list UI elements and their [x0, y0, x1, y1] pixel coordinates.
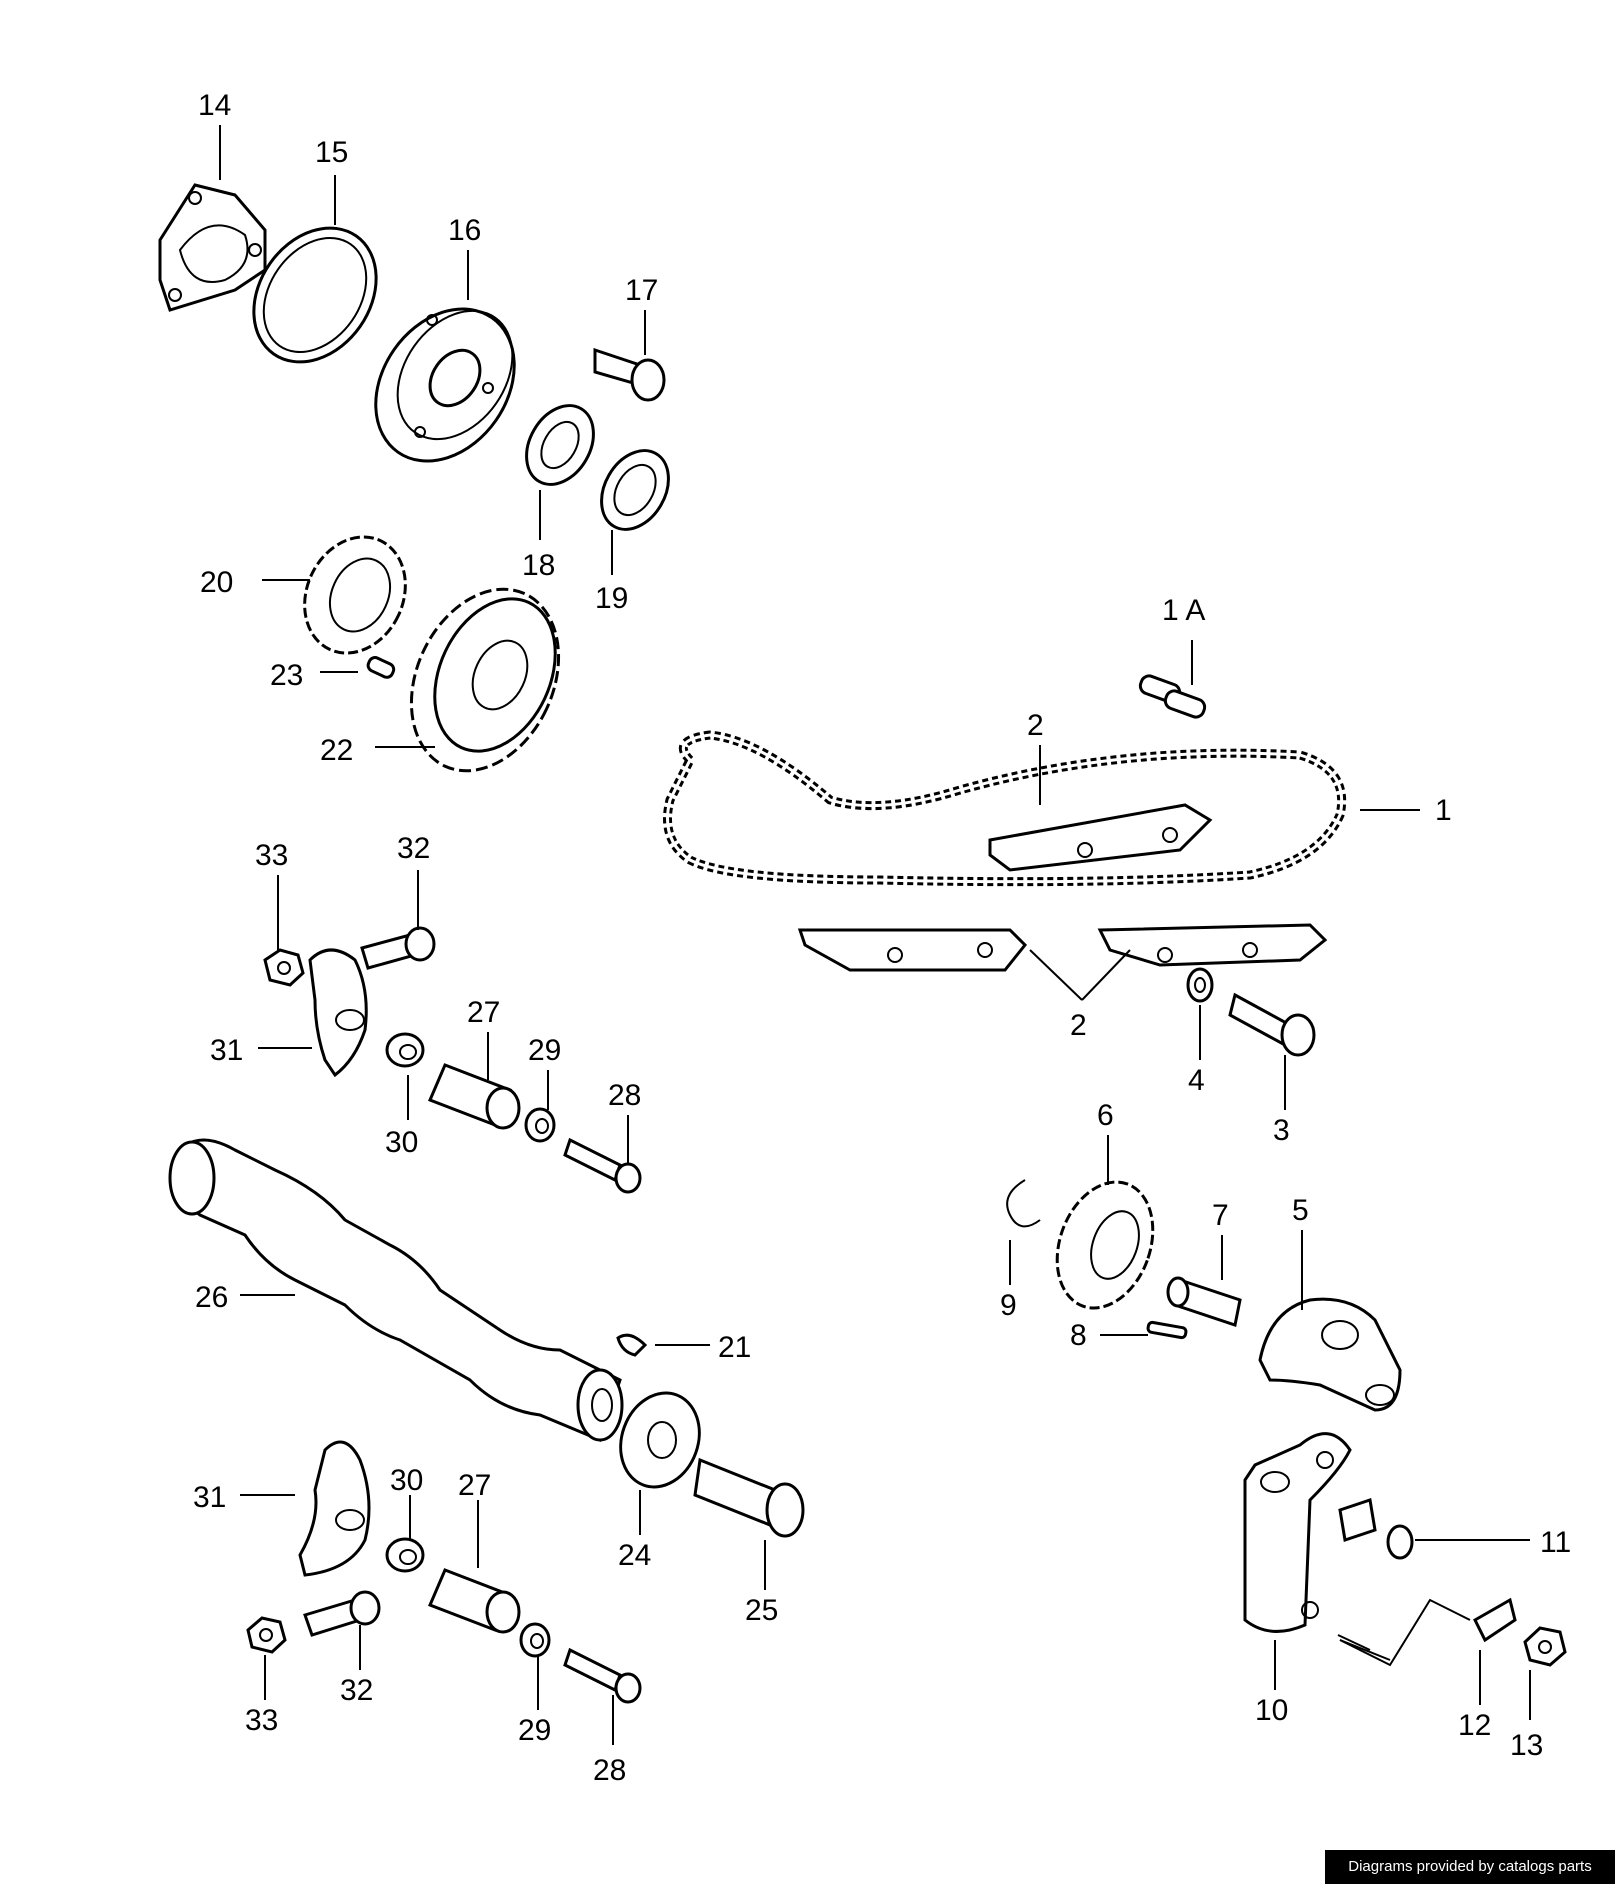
part-29-washer-lower	[519, 1622, 551, 1658]
part-22-sprocket	[409, 587, 561, 773]
callout-29-upper: 29	[528, 1034, 561, 1067]
callout-30-lower: 30	[390, 1464, 423, 1497]
part-30-spring-upper	[385, 1032, 425, 1068]
callout-18: 18	[522, 549, 555, 582]
watermark-credit: Diagrams provided by catalogs parts	[1325, 1850, 1615, 1884]
callout-1: 1	[1435, 794, 1452, 827]
callout-30-upper: 30	[385, 1126, 418, 1159]
callout-1a: 1 A	[1162, 594, 1205, 627]
part-10-tensioner	[1243, 1432, 1377, 1633]
part-7-shaft	[1166, 1276, 1242, 1327]
part-15-ring	[252, 226, 378, 364]
callout-22: 22	[320, 734, 353, 767]
part-1a-chain-link	[1138, 674, 1207, 719]
callout-24: 24	[618, 1539, 651, 1572]
part-27-rocker-shaft-lower	[428, 1568, 521, 1634]
part-14-flange-gasket	[158, 183, 267, 312]
callout-27-upper: 27	[467, 996, 500, 1029]
callout-16: 16	[448, 214, 481, 247]
part-19-seal	[600, 449, 670, 531]
part-1-timing-chain	[663, 730, 1347, 887]
part-33-nut-upper	[263, 948, 305, 987]
part-33-nut-lower	[246, 1616, 287, 1654]
part-13-nut	[1523, 1626, 1567, 1667]
part-21-woodruff-key	[616, 1333, 648, 1357]
callout-33-upper: 33	[255, 839, 288, 872]
part-2-chain-guide-upper	[988, 803, 1213, 872]
callout-33-lower: 33	[245, 1704, 278, 1737]
callout-3: 3	[1273, 1114, 1290, 1147]
callout-19: 19	[595, 582, 628, 615]
part-6-idler-sprocket	[1055, 1180, 1155, 1310]
callout-5: 5	[1292, 1194, 1309, 1227]
callout-13: 13	[1510, 1729, 1543, 1762]
callout-32-lower: 32	[340, 1674, 373, 1707]
leader-lines	[219, 125, 1531, 1745]
callout-7: 7	[1212, 1199, 1229, 1232]
callout-11: 11	[1540, 1526, 1571, 1559]
callout-21: 21	[718, 1331, 751, 1364]
part-20-sprocket	[303, 535, 407, 655]
callout-32-upper: 32	[397, 832, 430, 865]
part-28-bolt-lower	[563, 1647, 642, 1704]
callout-29-lower: 29	[518, 1714, 551, 1747]
callout-31-upper: 31	[210, 1034, 243, 1067]
part-4-washer	[1186, 967, 1214, 1003]
part-16-hub	[374, 307, 516, 463]
callout-6: 6	[1097, 1099, 1114, 1132]
callout-23: 23	[270, 659, 303, 692]
part-8-pin	[1146, 1320, 1188, 1340]
part-2-chain-guide-left	[797, 928, 1028, 972]
callout-17: 17	[625, 274, 658, 307]
callout-27-lower: 27	[458, 1469, 491, 1502]
part-27-rocker-shaft-upper	[428, 1063, 521, 1130]
callout-2-lower: 2	[1070, 1009, 1087, 1042]
part-23-pin	[366, 656, 396, 679]
part-2-chain-guide-right	[1097, 923, 1328, 967]
part-30-spring-lower	[385, 1537, 425, 1573]
callout-12: 12	[1458, 1709, 1491, 1742]
part-5-tensioner-arm	[1258, 1297, 1402, 1412]
callout-15: 15	[315, 136, 348, 169]
callout-2-upper: 2	[1027, 709, 1044, 742]
callout-labels: 14 15 16 17 18 19 20 23 22 1 A 2 1 2 4 3…	[193, 89, 1571, 1787]
part-32-screw-upper	[360, 926, 436, 970]
part-12-lock-tab	[1473, 1597, 1517, 1643]
part-24-washer	[619, 1391, 701, 1489]
callout-26: 26	[195, 1281, 228, 1314]
part-11-o-ring	[1386, 1524, 1414, 1560]
callout-8: 8	[1070, 1319, 1087, 1352]
callout-31-lower: 31	[193, 1481, 226, 1514]
callout-9: 9	[1000, 1289, 1017, 1322]
callout-20: 20	[200, 566, 233, 599]
callout-10: 10	[1255, 1694, 1288, 1727]
callout-28-lower: 28	[593, 1754, 626, 1787]
part-3-bolt	[1228, 992, 1316, 1057]
part-26-camshaft	[168, 1138, 624, 1443]
part-9-circlip	[1006, 1179, 1041, 1228]
callout-25: 25	[745, 1594, 778, 1627]
part-32-screw-lower	[303, 1590, 381, 1637]
callout-4: 4	[1188, 1064, 1205, 1097]
callout-28-upper: 28	[608, 1079, 641, 1112]
callout-14: 14	[198, 89, 231, 122]
part-29-washer-upper	[524, 1107, 556, 1143]
part-25-bolt	[693, 1457, 805, 1538]
part-17-bolt	[593, 347, 666, 402]
part-18-washer	[525, 404, 595, 486]
part-31-rocker-arm-lower	[298, 1440, 371, 1577]
part-31-rocker-arm-upper	[308, 948, 368, 1078]
